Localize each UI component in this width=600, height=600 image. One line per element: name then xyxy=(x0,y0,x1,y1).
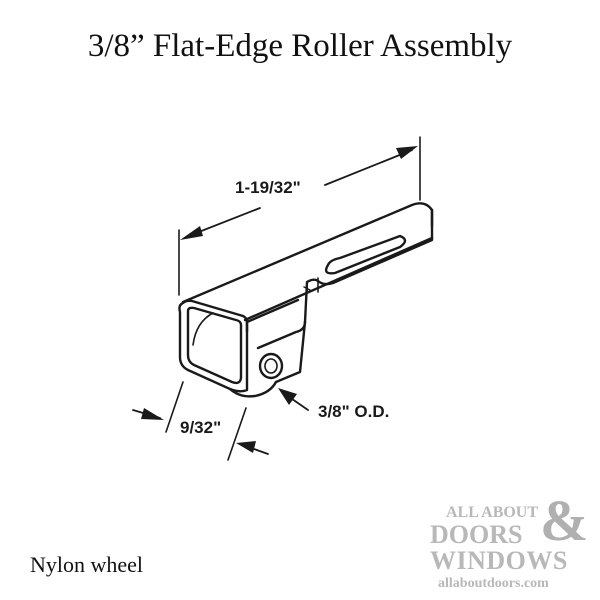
logo-line-all-about: ALL ABOUT xyxy=(446,504,539,521)
logo-url: allaboutdoors.com xyxy=(438,576,549,591)
page-title: 3/8” Flat-Edge Roller Assembly xyxy=(87,28,513,64)
caption: Nylon wheel xyxy=(30,552,144,577)
width-dimension-label: 9/32" xyxy=(180,418,222,437)
logo-line-windows: WINDOWS xyxy=(430,546,568,575)
length-dimension-label: 1-19/32" xyxy=(235,178,301,197)
logo-line-doors: DOORS xyxy=(430,520,523,549)
ampersand-glyph: & xyxy=(540,488,589,553)
wheel-diameter-label: 3/8" O.D. xyxy=(318,402,390,421)
